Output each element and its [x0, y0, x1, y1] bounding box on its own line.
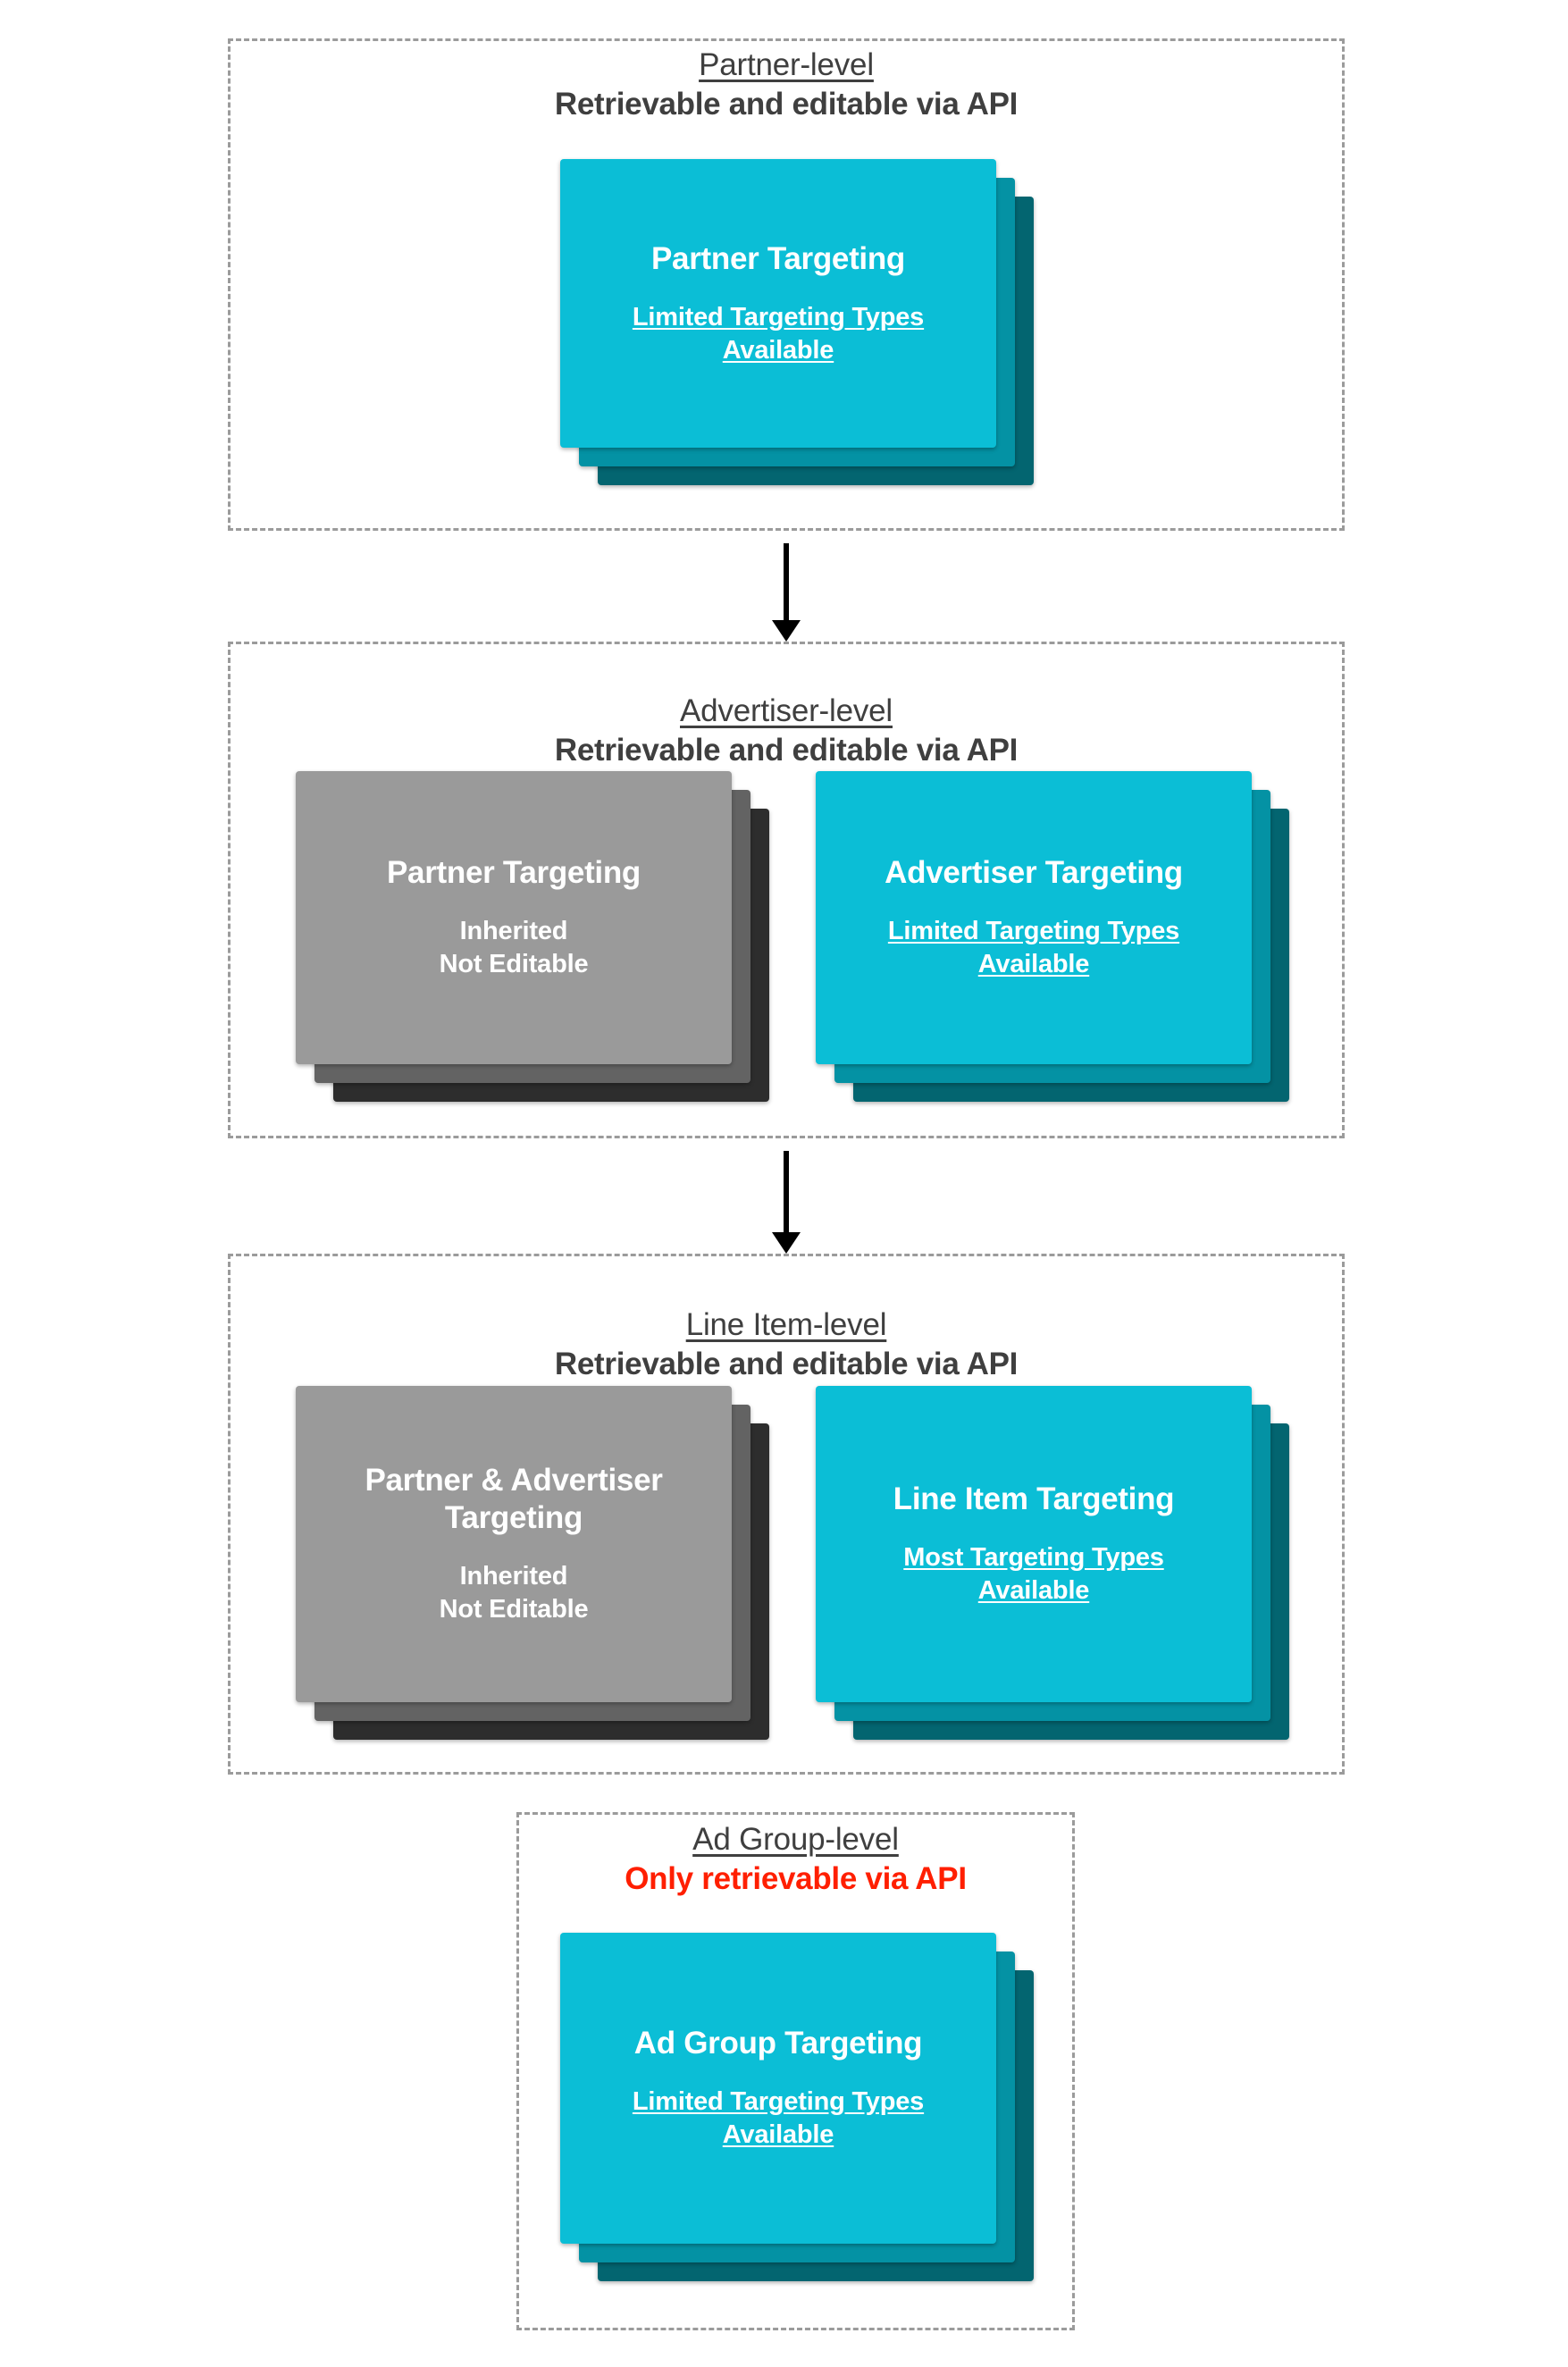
connector-partner-to-advertiser	[768, 543, 804, 642]
card-title: Ad Group Targeting	[633, 2026, 923, 2061]
card-partner-advertiser-targeting-inherited[interactable]: Partner & Advertiser Targeting Inherited…	[296, 1386, 732, 1702]
card-title: Line Item Targeting	[893, 1481, 1175, 1517]
card-partner-targeting-inherited[interactable]: Partner Targeting Inherited Not Editable	[296, 771, 732, 1064]
card-subtitle: Inherited Not Editable	[440, 915, 589, 980]
arrow-head-icon	[772, 620, 801, 642]
card-subtitle-line1: Limited Targeting Types	[632, 302, 925, 332]
card-subtitle-line1: Inherited	[459, 1562, 568, 1591]
card-subtitle-line2: Not Editable	[439, 1595, 589, 1624]
card-subtitle-line2: Not Editable	[439, 950, 589, 978]
card-title: Partner & Advertiser Targeting	[365, 1463, 663, 1536]
card-subtitle: Most Targeting Types Available	[903, 1541, 1164, 1607]
connector-advertiser-to-line-item	[768, 1151, 804, 1254]
card-line-item-targeting[interactable]: Line Item Targeting Most Targeting Types…	[816, 1386, 1252, 1702]
card-stack-advertiser-inherited: Partner Targeting Inherited Not Editable	[296, 771, 769, 1102]
card-stack-advertiser-targeting: Advertiser Targeting Limited Targeting T…	[816, 771, 1289, 1102]
card-title: Advertiser Targeting	[885, 855, 1183, 891]
card-title: Partner Targeting	[650, 240, 906, 276]
card-subtitle-line2: Available	[977, 1576, 1090, 1605]
card-subtitle-line1: Inherited	[459, 917, 568, 946]
level-box-partner	[228, 38, 1345, 531]
card-stack-partner-targeting: Partner Targeting Limited Targeting Type…	[560, 159, 1034, 485]
level-box-ad-group	[516, 1812, 1075, 2330]
card-ad-group-targeting[interactable]: Ad Group Targeting Limited Targeting Typ…	[560, 1933, 996, 2244]
card-stack-ad-group-targeting: Ad Group Targeting Limited Targeting Typ…	[560, 1933, 1034, 2281]
card-subtitle-line1: Limited Targeting Types	[887, 917, 1180, 946]
level-box-advertiser	[228, 642, 1345, 1138]
card-subtitle: Inherited Not Editable	[440, 1560, 589, 1625]
level-box-line-item	[228, 1254, 1345, 1775]
card-subtitle: Limited Targeting Types Available	[888, 915, 1179, 980]
card-stack-line-item-inherited: Partner & Advertiser Targeting Inherited…	[296, 1386, 769, 1740]
arrow-shaft	[784, 1151, 789, 1234]
card-subtitle-line1: Most Targeting Types	[903, 1543, 1164, 1573]
card-stack-line-item-targeting: Line Item Targeting Most Targeting Types…	[816, 1386, 1289, 1740]
card-partner-targeting[interactable]: Partner Targeting Limited Targeting Type…	[560, 159, 996, 448]
card-subtitle: Limited Targeting Types Available	[633, 2086, 924, 2151]
card-subtitle-line1: Limited Targeting Types	[632, 2087, 925, 2117]
arrow-head-icon	[772, 1232, 801, 1254]
card-title: Partner Targeting	[386, 855, 641, 891]
card-subtitle-line2: Available	[722, 335, 834, 365]
arrow-shaft	[784, 543, 789, 622]
card-advertiser-targeting[interactable]: Advertiser Targeting Limited Targeting T…	[816, 771, 1252, 1064]
card-subtitle: Limited Targeting Types Available	[633, 301, 924, 366]
card-subtitle-line2: Available	[722, 2120, 834, 2149]
card-subtitle-line2: Available	[977, 950, 1090, 978]
